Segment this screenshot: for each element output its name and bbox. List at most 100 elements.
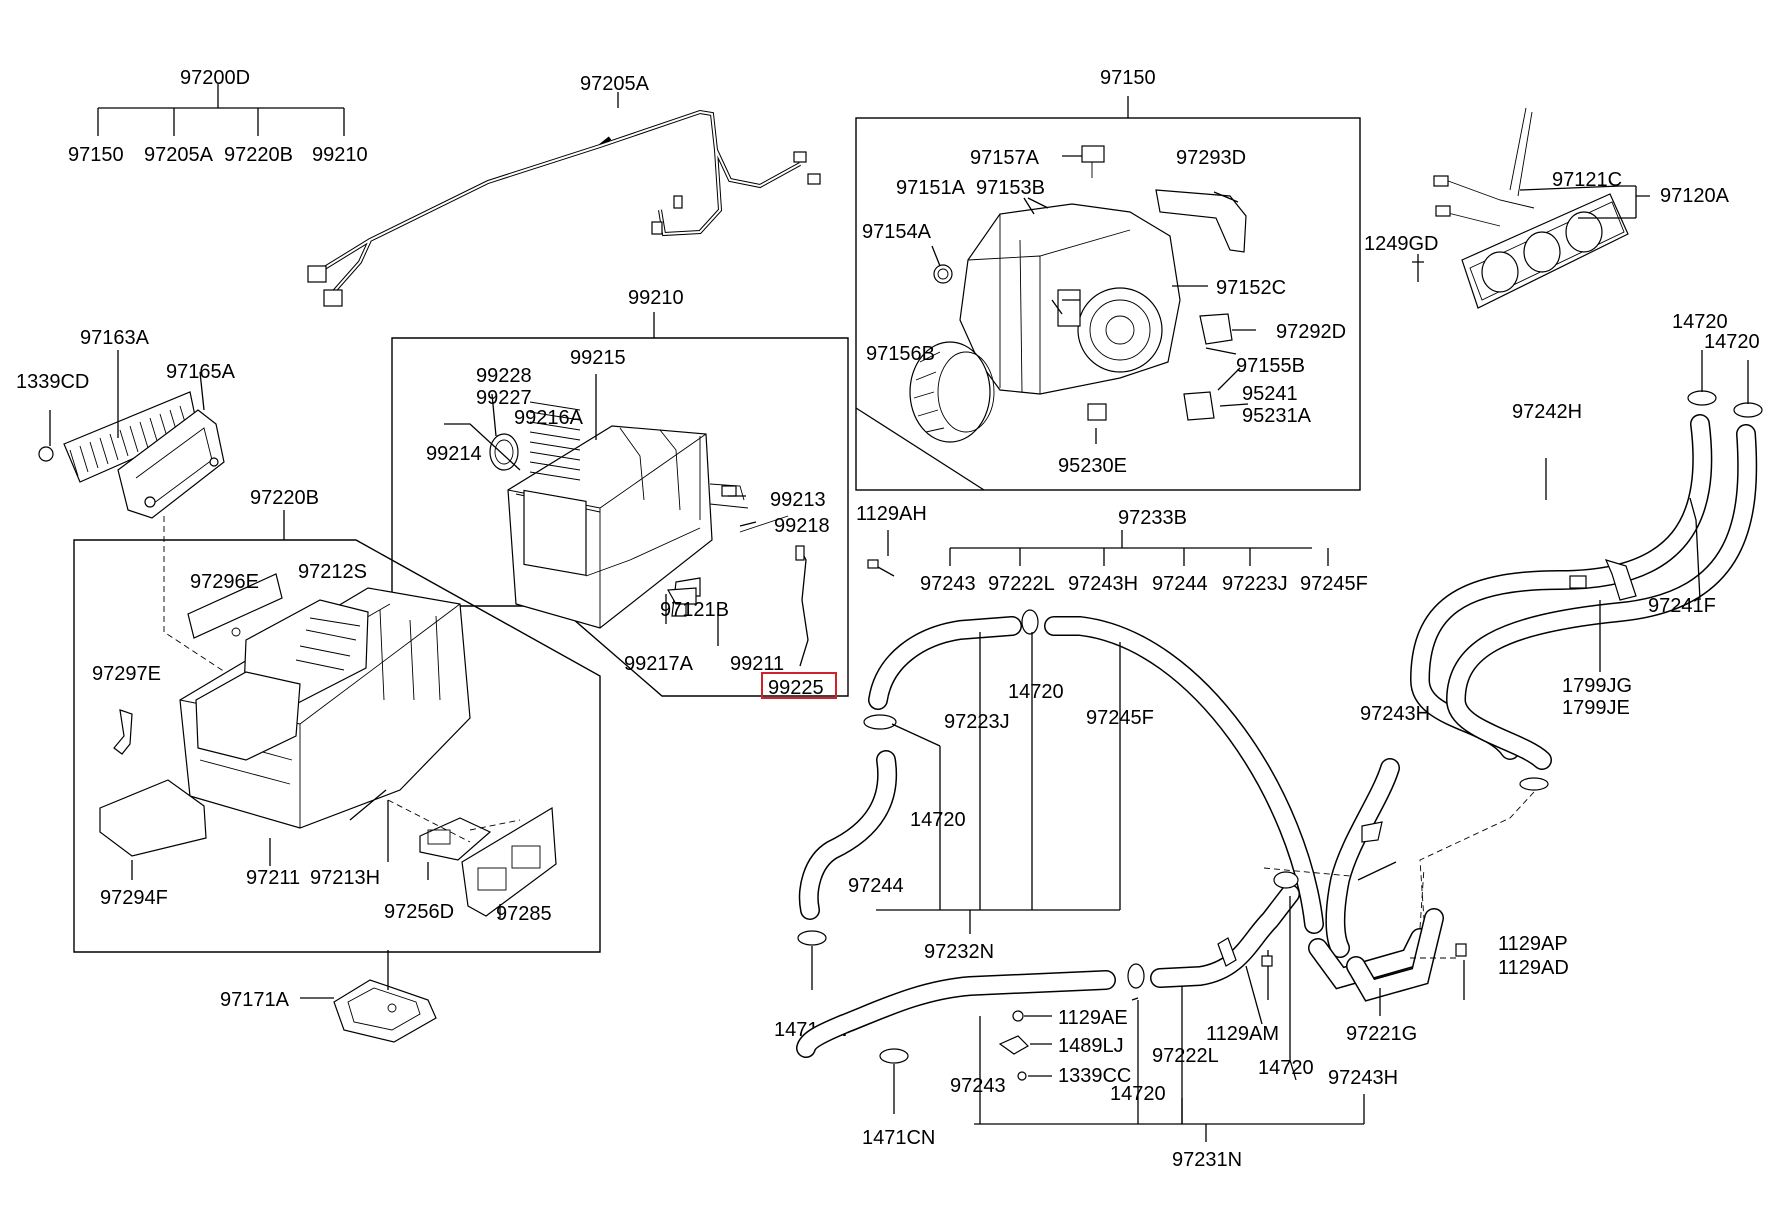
callout-97244[interactable]: 97244 <box>848 875 904 897</box>
callout-1249GD[interactable]: 1249GD <box>1364 233 1439 255</box>
callout-1799JE[interactable]: 1799JE <box>1562 697 1630 719</box>
callout-99213[interactable]: 99213 <box>770 489 826 511</box>
pipe-assembly-97221G <box>1263 758 1467 1016</box>
callout-1129AH[interactable]: 1129AH <box>856 503 927 525</box>
callout-14720-left[interactable]: 14720 <box>910 809 966 831</box>
callout-97222L-tree[interactable]: 97222L <box>988 573 1055 595</box>
callout-97256D[interactable]: 97256D <box>384 901 454 923</box>
wiring-harness-97205A <box>307 92 821 307</box>
callout-1129AP[interactable]: 1129AP <box>1498 933 1568 955</box>
hose-group-97231N <box>796 871 1365 1142</box>
air-filter-assembly <box>38 350 229 675</box>
callout-97121B[interactable]: 97121B <box>660 599 729 621</box>
callout-99218[interactable]: 99218 <box>774 515 830 537</box>
callout-14720-bottom-right[interactable]: 14720 <box>1258 1057 1314 1079</box>
callout-97171A[interactable]: 97171A <box>220 989 290 1011</box>
callout-99228[interactable]: 99228 <box>476 365 532 387</box>
callout-97243H-bottom[interactable]: 97243H <box>1328 1067 1398 1089</box>
callout-97245F-tree[interactable]: 97245F <box>1300 573 1368 595</box>
callout-97213H[interactable]: 97213H <box>310 867 380 889</box>
callout-99210[interactable]: 99210 <box>312 144 368 166</box>
hose-group-97232N <box>797 609 1324 990</box>
callout-97243H-center[interactable]: 97243H <box>1360 703 1430 725</box>
callout-97245F[interactable]: 97245F <box>1086 707 1154 729</box>
callout-1129AM[interactable]: 1129AM <box>1206 1023 1279 1045</box>
callout-97153B[interactable]: 97153B <box>976 177 1045 199</box>
seal-97171A <box>300 950 437 1043</box>
callout-97243H-tree[interactable]: 97243H <box>1068 573 1138 595</box>
callout-97156B[interactable]: 97156B <box>866 343 935 365</box>
callout-1799JG[interactable]: 1799JG <box>1562 675 1632 697</box>
callout-1471CN-bottom[interactable]: 1471CN <box>862 1127 935 1149</box>
callout-97243-tree[interactable]: 97243 <box>920 573 976 595</box>
callout-97241F[interactable]: 97241F <box>1648 595 1716 617</box>
hvac-unit-drawing <box>99 573 557 918</box>
highlight-99225 <box>761 672 837 699</box>
callout-97223J[interactable]: 97223J <box>944 711 1010 733</box>
callout-99211[interactable]: 99211 <box>730 653 784 675</box>
callout-97151A[interactable]: 97151A <box>896 177 966 199</box>
callout-97121C[interactable]: 97121C <box>1552 169 1622 191</box>
callout-14720-bottom[interactable]: 14720 <box>1110 1083 1166 1105</box>
callout-97154A[interactable]: 97154A <box>862 221 932 243</box>
rear-heater-hoses <box>1409 350 1763 921</box>
callout-97293D[interactable]: 97293D <box>1176 147 1246 169</box>
callout-14720-center[interactable]: 14720 <box>1008 681 1064 703</box>
callout-97297E[interactable]: 97297E <box>92 663 161 685</box>
callout-97294F[interactable]: 97294F <box>100 887 168 909</box>
callout-97165A[interactable]: 97165A <box>166 361 236 383</box>
callout-97150[interactable]: 97150 <box>68 144 124 166</box>
callout-1129AE[interactable]: 1129AE <box>1058 1007 1128 1029</box>
callout-1339CC[interactable]: 1339CC <box>1058 1065 1131 1087</box>
callout-97205A-harness[interactable]: 97205A <box>580 73 650 95</box>
callout-97221G[interactable]: 97221G <box>1346 1023 1417 1045</box>
blower-unit-drawing <box>909 145 1256 444</box>
callout-97223J-tree[interactable]: 97223J <box>1222 573 1288 595</box>
callout-97152C[interactable]: 97152C <box>1216 277 1286 299</box>
callout-97220B-box[interactable]: 97220B <box>250 487 319 509</box>
callout-99215[interactable]: 99215 <box>570 347 626 369</box>
callout-95231A[interactable]: 95231A <box>1242 405 1312 427</box>
callout-99217A[interactable]: 99217A <box>624 653 694 675</box>
callout-97157A[interactable]: 97157A <box>970 147 1040 169</box>
callout-97233B[interactable]: 97233B <box>1118 507 1187 529</box>
callout-97242H[interactable]: 97242H <box>1512 401 1582 423</box>
callout-97163A[interactable]: 97163A <box>80 327 150 349</box>
hvac-unit-box-97220B <box>73 539 601 953</box>
callout-97285[interactable]: 97285 <box>496 903 552 925</box>
callout-97244-tree[interactable]: 97244 <box>1152 573 1208 595</box>
callout-97243[interactable]: 97243 <box>950 1075 1006 1097</box>
callout-14720-right-top[interactable]: 14720 <box>1672 311 1728 333</box>
heater-unit-drawing <box>444 374 837 699</box>
callout-97200D[interactable]: 97200D <box>180 67 250 89</box>
callout-1339CD[interactable]: 1339CD <box>16 371 89 393</box>
callout-97296E[interactable]: 97296E <box>190 571 259 593</box>
callout-99216A[interactable]: 99216A <box>514 407 584 429</box>
callout-97232N[interactable]: 97232N <box>924 941 994 963</box>
callout-97220B[interactable]: 97220B <box>224 144 293 166</box>
bolt-1129AH <box>867 530 895 577</box>
callout-1129AD[interactable]: 1129AD <box>1498 957 1569 979</box>
callout-97222L[interactable]: 97222L <box>1152 1045 1219 1067</box>
assembly-tree-97200D <box>97 84 345 136</box>
callout-99210-box[interactable]: 99210 <box>628 287 684 309</box>
callout-95241[interactable]: 95241 <box>1242 383 1298 405</box>
callout-95230E[interactable]: 95230E <box>1058 455 1127 477</box>
callout-97292D[interactable]: 97292D <box>1276 321 1346 343</box>
hose-tree-97233B <box>949 530 1329 566</box>
callout-97150-box[interactable]: 97150 <box>1100 67 1156 89</box>
callout-97205A[interactable]: 97205A <box>144 144 214 166</box>
callout-97120A[interactable]: 97120A <box>1660 185 1730 207</box>
heater-control-97120A <box>1412 107 1650 309</box>
callout-14720-right-second[interactable]: 14720 <box>1704 331 1760 353</box>
callout-97211[interactable]: 97211 <box>246 867 300 889</box>
callout-97231N[interactable]: 97231N <box>1172 1149 1242 1171</box>
callout-97212S[interactable]: 97212S <box>298 561 367 583</box>
callout-97155B[interactable]: 97155B <box>1236 355 1305 377</box>
callout-1489LJ[interactable]: 1489LJ <box>1058 1035 1124 1057</box>
blower-unit-box-97150 <box>855 117 1361 491</box>
callout-99227[interactable]: 99227 <box>476 387 532 409</box>
callout-99225[interactable]: 99225 <box>768 677 824 699</box>
callout-99214[interactable]: 99214 <box>426 443 482 465</box>
